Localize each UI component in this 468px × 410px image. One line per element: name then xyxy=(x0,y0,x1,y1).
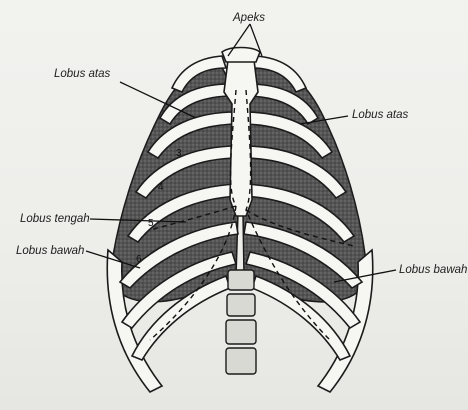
label-lobus-tengah: Lobus tengah xyxy=(20,214,90,226)
rib-number: 6 xyxy=(136,254,142,265)
rib-number: 5 xyxy=(148,218,154,229)
label-lobus-bawah-right: Lobus bawah xyxy=(399,265,467,277)
label-lobus-bawah-left: Lobus bawah xyxy=(16,246,84,258)
label-lobus-atas-left: Lobus atas xyxy=(54,69,110,81)
rib-number: 4 xyxy=(158,182,164,193)
label-lobus-atas-right: Lobus atas xyxy=(352,110,408,122)
rib-number: 3 xyxy=(176,148,182,159)
clavicle-notch xyxy=(222,48,260,63)
vertebral-column xyxy=(226,270,256,374)
label-apeks: Apeks xyxy=(233,13,265,25)
